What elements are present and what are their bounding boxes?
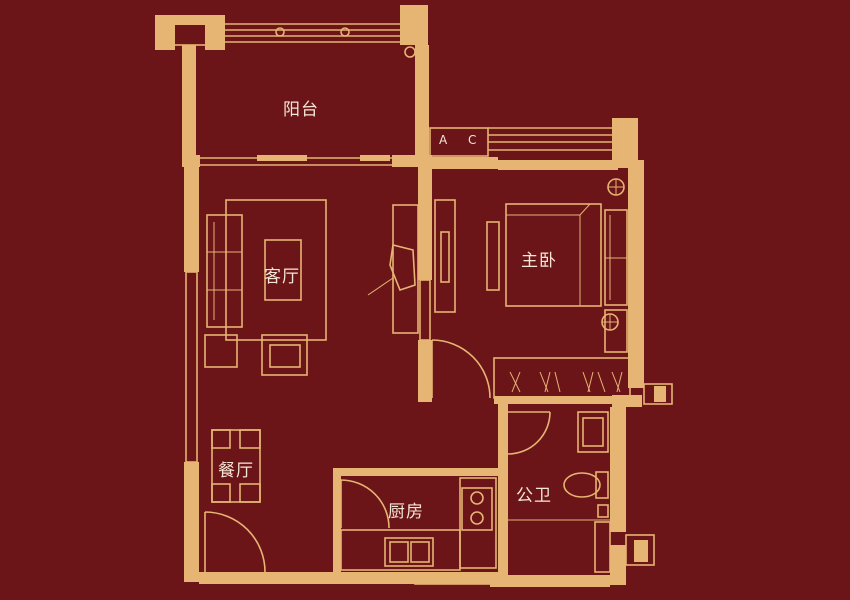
room-label-bathroom: 公卫	[516, 486, 552, 506]
ac-label-c: C	[468, 133, 477, 147]
kitchen-fixtures	[340, 477, 497, 585]
doors	[204, 339, 551, 573]
room-label-dining-room: 餐厅	[218, 461, 254, 481]
room-label-kitchen: 厨房	[388, 502, 424, 522]
living-room-furniture	[204, 199, 419, 376]
wardrobe	[509, 371, 623, 393]
room-label-balcony: 阳台	[283, 100, 319, 120]
ac-label-a: A	[439, 133, 448, 147]
outer-walls	[182, 118, 673, 587]
dining-furniture	[211, 429, 261, 503]
bathroom-fixtures	[508, 411, 611, 573]
balcony-walls	[155, 5, 429, 157]
room-label-master-bedroom: 主卧	[521, 251, 557, 271]
bedroom-furniture	[434, 178, 628, 393]
room-label-living-room: 客厅	[264, 267, 300, 287]
